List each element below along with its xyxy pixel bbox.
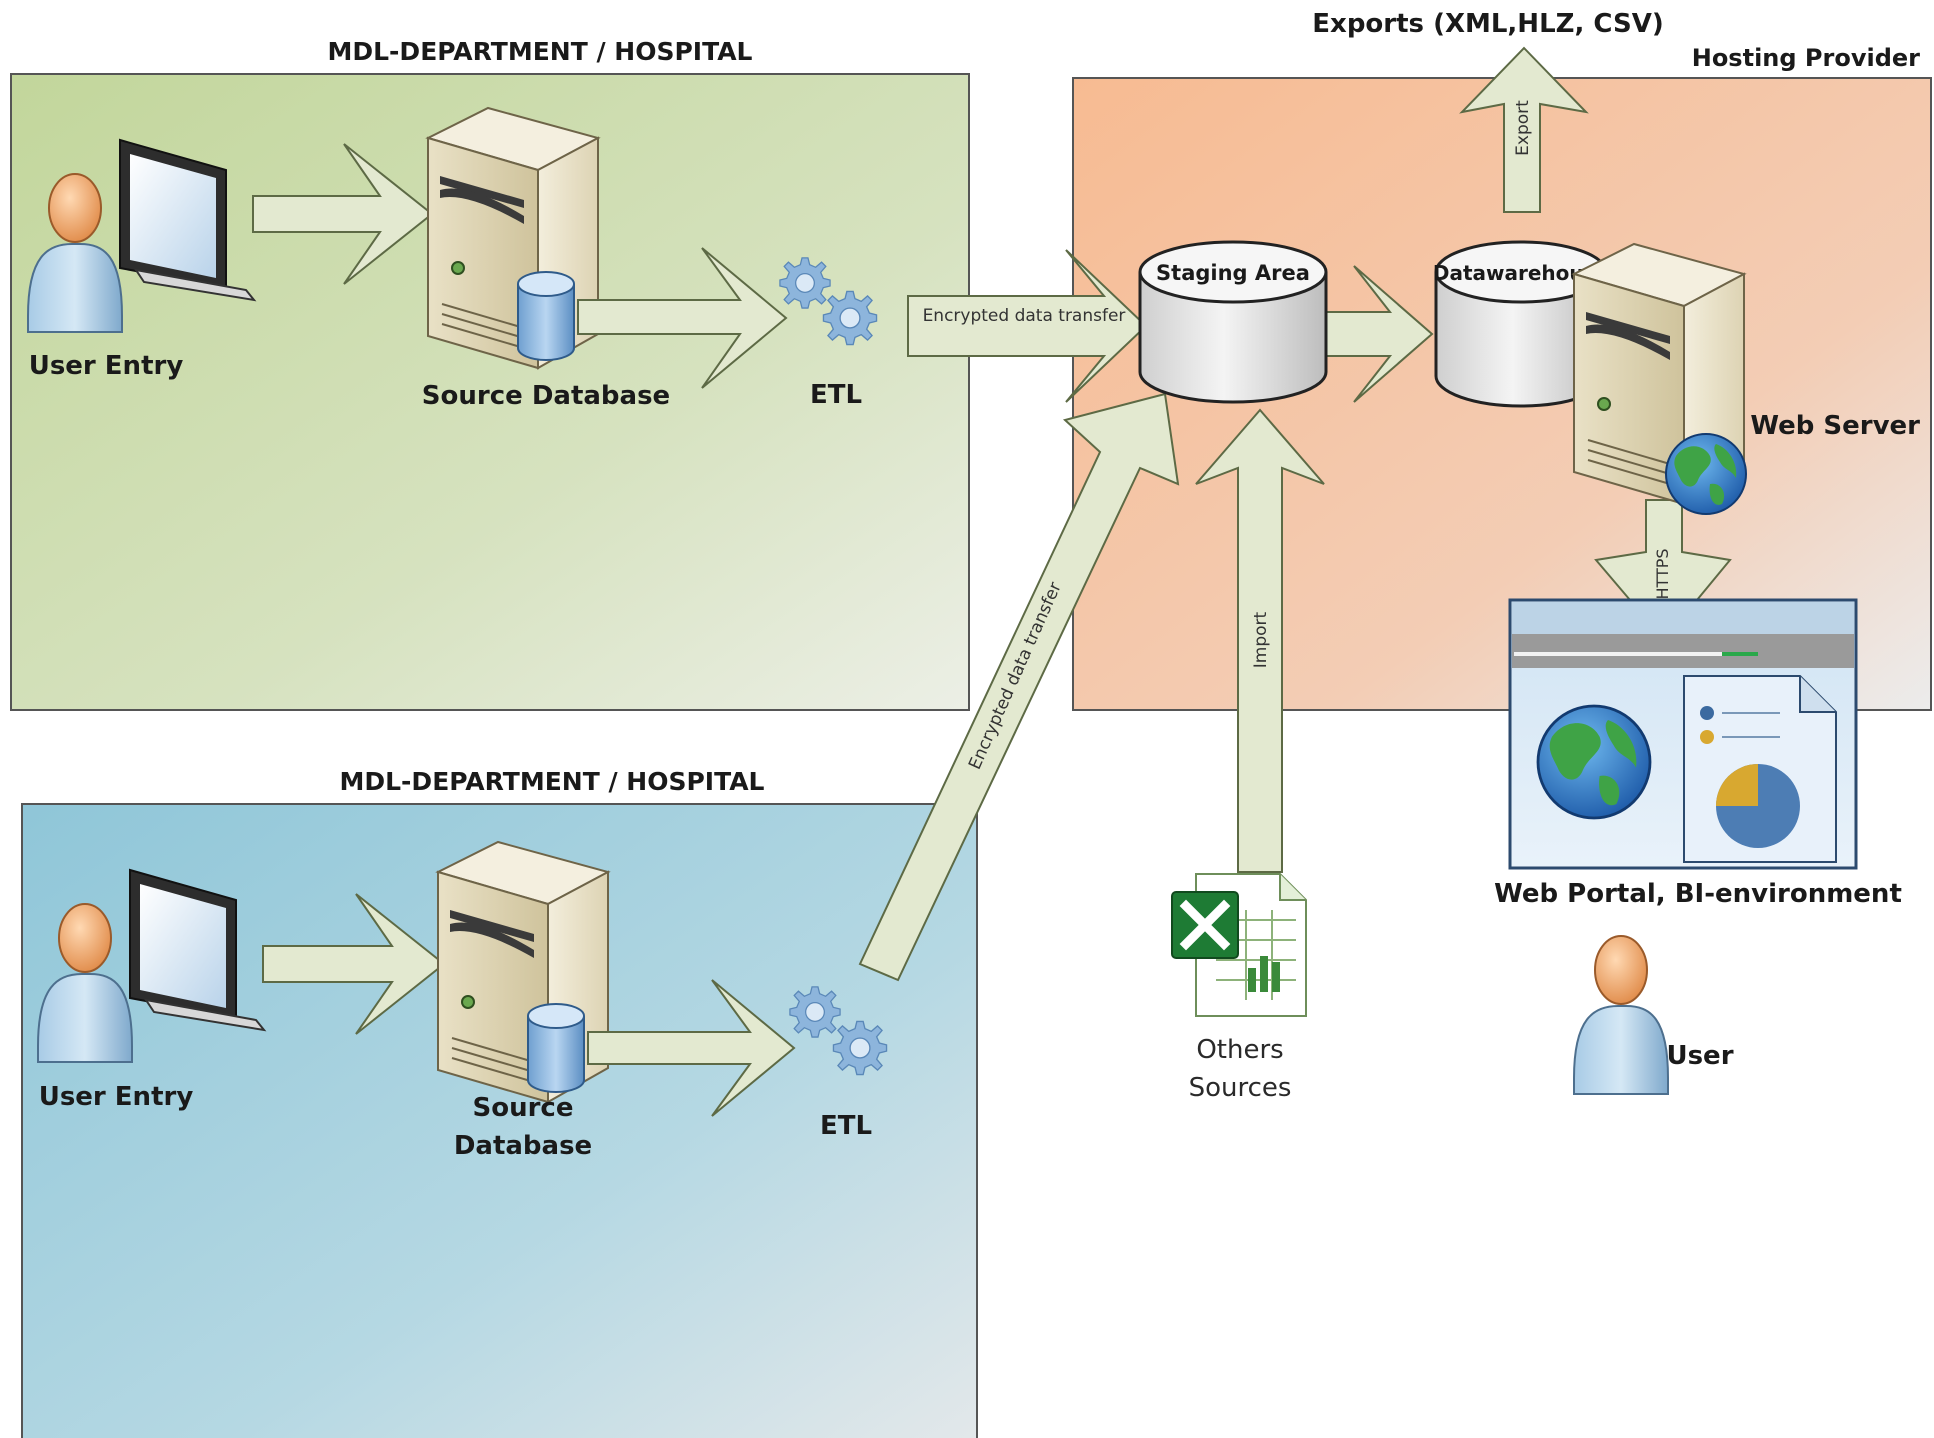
database-icon (527, 1003, 585, 1093)
export-label: Export (1513, 100, 1533, 156)
dept1-etl: ETL (779, 257, 878, 410)
dept1-etl-arrow (577, 247, 788, 389)
import-arrow: Import (1195, 408, 1325, 873)
dept1-user-entry: User Entry (27, 139, 255, 381)
database-icon (517, 271, 575, 361)
web-server-label: Web Server (1750, 411, 1920, 441)
encrypted-transfer-2-label: Encrypted data transfer (965, 579, 1066, 772)
dept1-user-entry-label: User Entry (29, 351, 184, 381)
dept2-user-entry: User Entry (37, 869, 265, 1112)
gear-icon (832, 1020, 888, 1076)
user-icon (1573, 935, 1669, 1095)
exports-title: Exports (XML,HLZ, CSV) (1312, 9, 1663, 39)
dept1-etl-label: ETL (810, 380, 862, 410)
dept2-source-database: Source Database (437, 841, 609, 1161)
staging-area-label: Staging Area (1156, 261, 1310, 285)
web-server: Web Server (1573, 243, 1920, 515)
https-label: HTTPS (1653, 548, 1672, 599)
dept1-entry-arrow (252, 143, 434, 285)
dept1-title: MDL-DEPARTMENT / HOSPITAL (328, 37, 753, 66)
web-portal-label: Web Portal, BI-environment (1494, 879, 1902, 909)
encrypted-transfer-1-label: Encrypted data transfer (923, 306, 1126, 326)
globe-icon (1665, 433, 1747, 515)
staging-area: Staging Area (1138, 240, 1328, 404)
dept2-etl-label: ETL (820, 1111, 872, 1141)
dept2-entry-arrow (262, 893, 446, 1035)
portal-user: User (1573, 935, 1734, 1095)
import-label: Import (1251, 611, 1271, 668)
hosting-title: Hosting Provider (1692, 44, 1920, 72)
spreadsheet-icon (1171, 873, 1307, 1017)
gear-icon (822, 290, 878, 346)
portal-user-label: User (1666, 1041, 1733, 1071)
encrypted-transfer-arrow-1: Encrypted data transfer (907, 249, 1148, 403)
dept2-title: MDL-DEPARTMENT / HOSPITAL (340, 767, 765, 796)
datawarehouse: Datawarehouse (1433, 240, 1609, 408)
dept2-source-database-label-2: Database (454, 1131, 592, 1161)
others-sources-label-2: Sources (1189, 1073, 1292, 1103)
gear-icon (779, 257, 831, 309)
gear-icon (789, 986, 841, 1038)
others-sources-label-1: Others (1196, 1035, 1283, 1065)
dept1-source-database-label: Source Database (422, 381, 670, 411)
dept1-source-database: Source Database (422, 107, 670, 411)
others-sources: Others Sources (1171, 873, 1307, 1103)
export-arrow: Export (1459, 46, 1589, 213)
dept2-source-database-label-1: Source (473, 1093, 574, 1123)
web-portal: Web Portal, BI-environment (1494, 598, 1902, 909)
globe-icon (1536, 704, 1652, 820)
staging-to-dwh-arrow (1319, 265, 1434, 403)
dept2-user-entry-label: User Entry (39, 1082, 194, 1112)
dept2-etl-arrow (587, 979, 796, 1117)
dept2-etl: ETL (789, 986, 888, 1141)
